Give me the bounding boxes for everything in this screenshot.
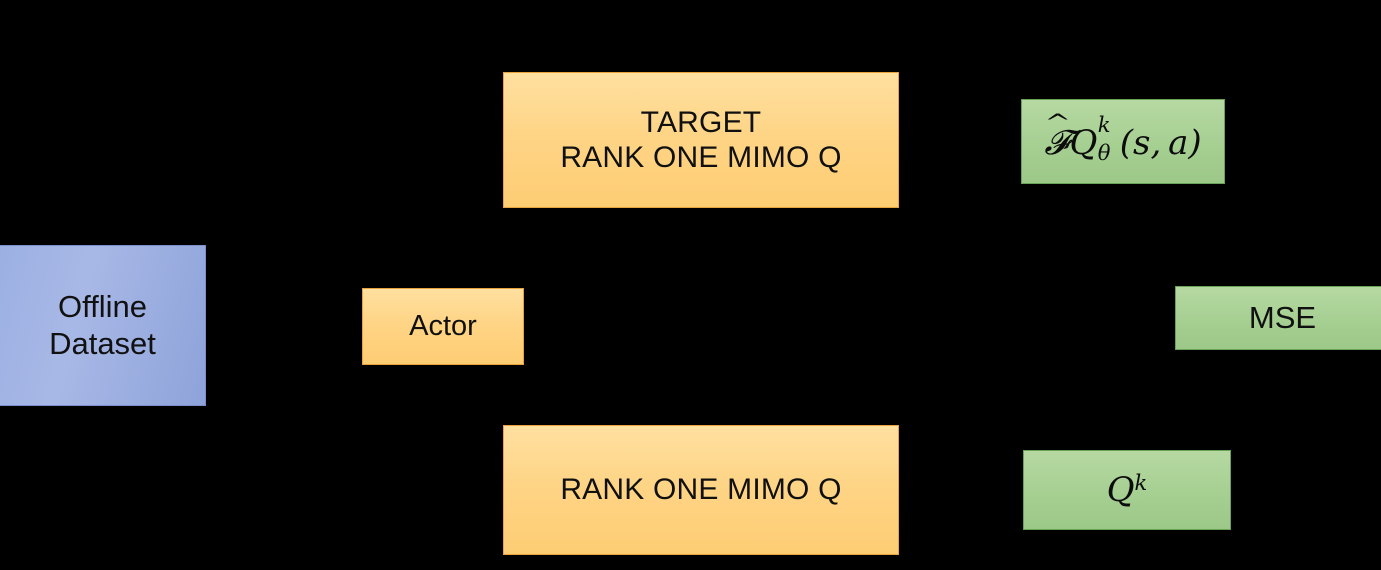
node-actor[interactable]: Actor	[362, 288, 524, 365]
node-q-value[interactable]: Qk	[1023, 450, 1231, 530]
node-target-label-line1: TARGET	[640, 105, 762, 139]
node-rank-one-mimo-q-label: RANK ONE MIMO Q	[560, 473, 842, 507]
node-mse-loss[interactable]: MSE	[1175, 286, 1381, 350]
node-target-label-line2: RANK ONE MIMO Q	[560, 141, 842, 174]
node-offline-dataset-label: Offline Dataset	[49, 288, 156, 361]
node-mse-loss-label: MSE	[1248, 299, 1317, 335]
node-offline-dataset[interactable]: Offline Dataset	[0, 245, 206, 406]
node-target-rank-one-mimo-q[interactable]: TARGET RANK ONE MIMO Q	[503, 72, 899, 208]
node-rank-one-mimo-q[interactable]: RANK ONE MIMO Q	[503, 425, 899, 555]
q-value-formula: Qk	[1106, 469, 1148, 510]
node-actor-label: Actor	[409, 310, 477, 343]
